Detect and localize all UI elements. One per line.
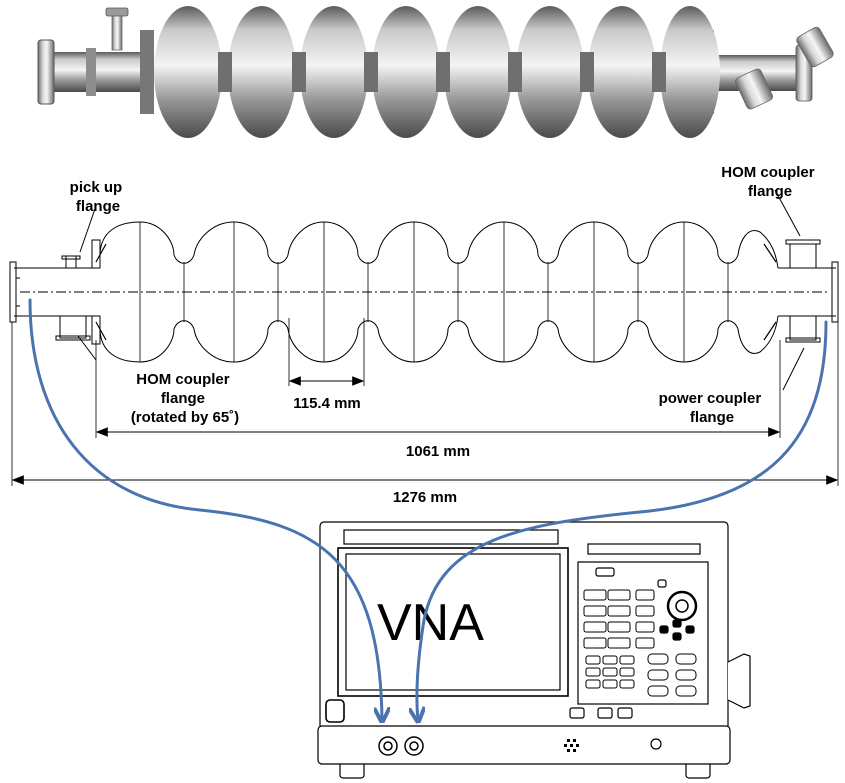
cable-left [28,298,382,720]
cable-right [417,320,828,720]
active-length-label: 1061 mm [406,443,470,460]
cables [28,298,828,720]
hom-coupler-flange-right-label: HOM coupler flange [721,164,819,200]
vna-label: VNA [377,594,484,652]
power-coupler-flange-label: power coupler flange [659,390,766,426]
cavity-photo [37,6,834,138]
dimension-lines [11,376,839,485]
hom-coupler-flange-left-label: HOM coupler flange (rotated by 65˚) [131,371,239,426]
vna-instrument [317,521,751,779]
total-length-label: 1276 mm [393,489,457,506]
cell-length-label: 115.4 mm [293,395,361,412]
cavity-drawing [9,189,839,486]
pickup-flange-label: pick up flange [70,179,127,215]
